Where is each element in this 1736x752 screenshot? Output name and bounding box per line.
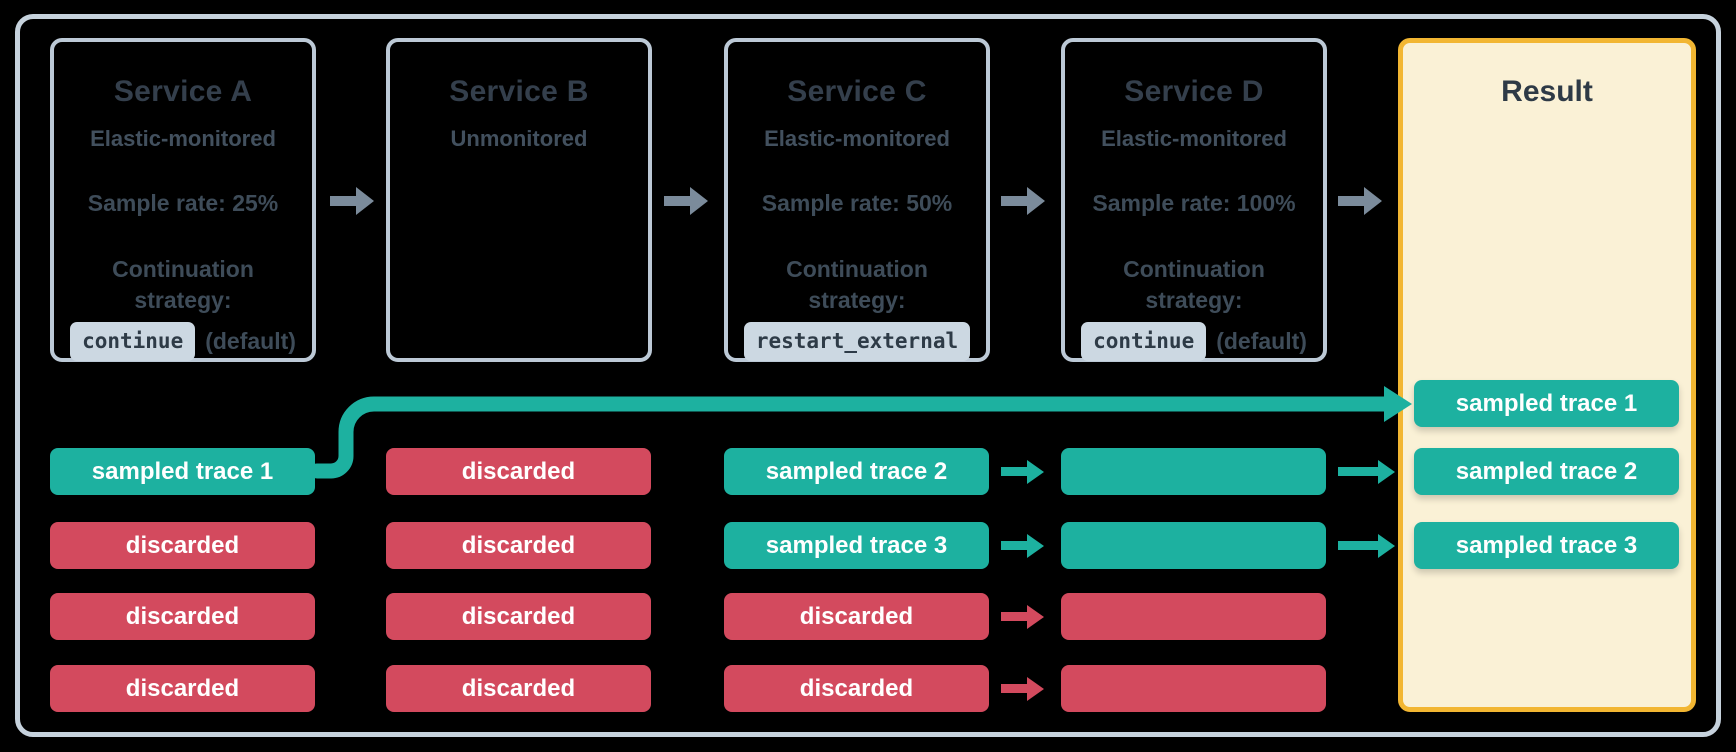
service-d-box: Service D Elastic-monitored Sample rate:…	[1061, 38, 1327, 362]
service-c-sample-rate: Sample rate: 50%	[761, 190, 953, 216]
service-c-box: Service C Elastic-monitored Sample rate:…	[724, 38, 990, 362]
default-suffix: (default)	[205, 328, 296, 354]
flow-arrow-a-to-b-icon	[330, 187, 374, 215]
diagram-outer-frame	[15, 14, 1721, 737]
trace-pill: discarded	[50, 665, 315, 712]
result-box: Result	[1398, 38, 1696, 712]
trace-pill: sampled trace 3	[724, 522, 989, 569]
trace-pill: sampled trace 2	[724, 448, 989, 495]
trace-pill	[1061, 522, 1326, 569]
continuation-label-line1: Continuation	[112, 256, 254, 282]
continuation-label-line2: strategy:	[808, 287, 906, 313]
trace-pill: discarded	[724, 665, 989, 712]
result-pill: sampled trace 2	[1414, 448, 1679, 495]
arrow-right-icon	[1001, 676, 1044, 701]
trace-pill: discarded	[50, 593, 315, 640]
continuation-strategy-row: restart_external	[728, 322, 986, 361]
service-a-title: Service A	[113, 75, 253, 108]
service-a-continuation: Continuation strategy: continue (default…	[54, 254, 312, 361]
continuation-strategy-row: continue (default)	[1065, 322, 1323, 361]
service-c-title: Service C	[787, 75, 927, 108]
trace-pill	[1061, 448, 1326, 495]
service-d-subtitle: Elastic-monitored	[1101, 126, 1287, 151]
code-pill: continue	[70, 322, 196, 361]
flow-arrow-c-to-d-icon	[1001, 187, 1045, 215]
trace-pill: sampled trace 1	[50, 448, 315, 495]
arrow-right-icon	[1001, 459, 1044, 484]
service-d-sample-rate: Sample rate: 100%	[1092, 190, 1296, 216]
code-pill: continue	[1081, 322, 1207, 361]
arrow-right-icon	[1338, 533, 1395, 558]
arrow-right-icon	[1338, 459, 1395, 484]
service-b-title: Service B	[449, 75, 589, 108]
arrow-right-icon	[1001, 533, 1044, 558]
trace-pill: discarded	[386, 522, 651, 569]
continuation-label-line1: Continuation	[1123, 256, 1265, 282]
continuation-label-line1: Continuation	[786, 256, 928, 282]
result-pill: sampled trace 1	[1414, 380, 1679, 427]
continuation-strategy-row: continue (default)	[54, 322, 312, 361]
service-d-continuation: Continuation strategy: continue (default…	[1065, 254, 1323, 361]
flow-arrow-d-to-result-icon	[1338, 187, 1382, 215]
continuation-label-line2: strategy:	[134, 287, 232, 313]
service-a-sample-rate: Sample rate: 25%	[87, 190, 279, 216]
service-c-continuation: Continuation strategy: restart_external	[728, 254, 986, 361]
arrow-right-icon	[1001, 604, 1044, 629]
trace-pill	[1061, 665, 1326, 712]
service-b-subtitle: Unmonitored	[450, 126, 588, 151]
trace-pill: discarded	[724, 593, 989, 640]
flow-arrow-b-to-c-icon	[664, 187, 708, 215]
trace-pill: discarded	[386, 665, 651, 712]
code-pill: restart_external	[743, 322, 971, 361]
trace-pill: discarded	[50, 522, 315, 569]
trace-pill	[1061, 593, 1326, 640]
default-suffix: (default)	[1216, 328, 1307, 354]
result-pill: sampled trace 3	[1414, 522, 1679, 569]
service-c-subtitle: Elastic-monitored	[764, 126, 950, 151]
service-d-title: Service D	[1124, 75, 1264, 108]
service-b-box: Service B Unmonitored	[386, 38, 652, 362]
continuation-label-line2: strategy:	[1145, 287, 1243, 313]
trace-pill: discarded	[386, 593, 651, 640]
service-a-box: Service A Elastic-monitored Sample rate:…	[50, 38, 316, 362]
result-title: Result	[1501, 75, 1593, 108]
trace-pill: discarded	[386, 448, 651, 495]
service-a-subtitle: Elastic-monitored	[90, 126, 276, 151]
